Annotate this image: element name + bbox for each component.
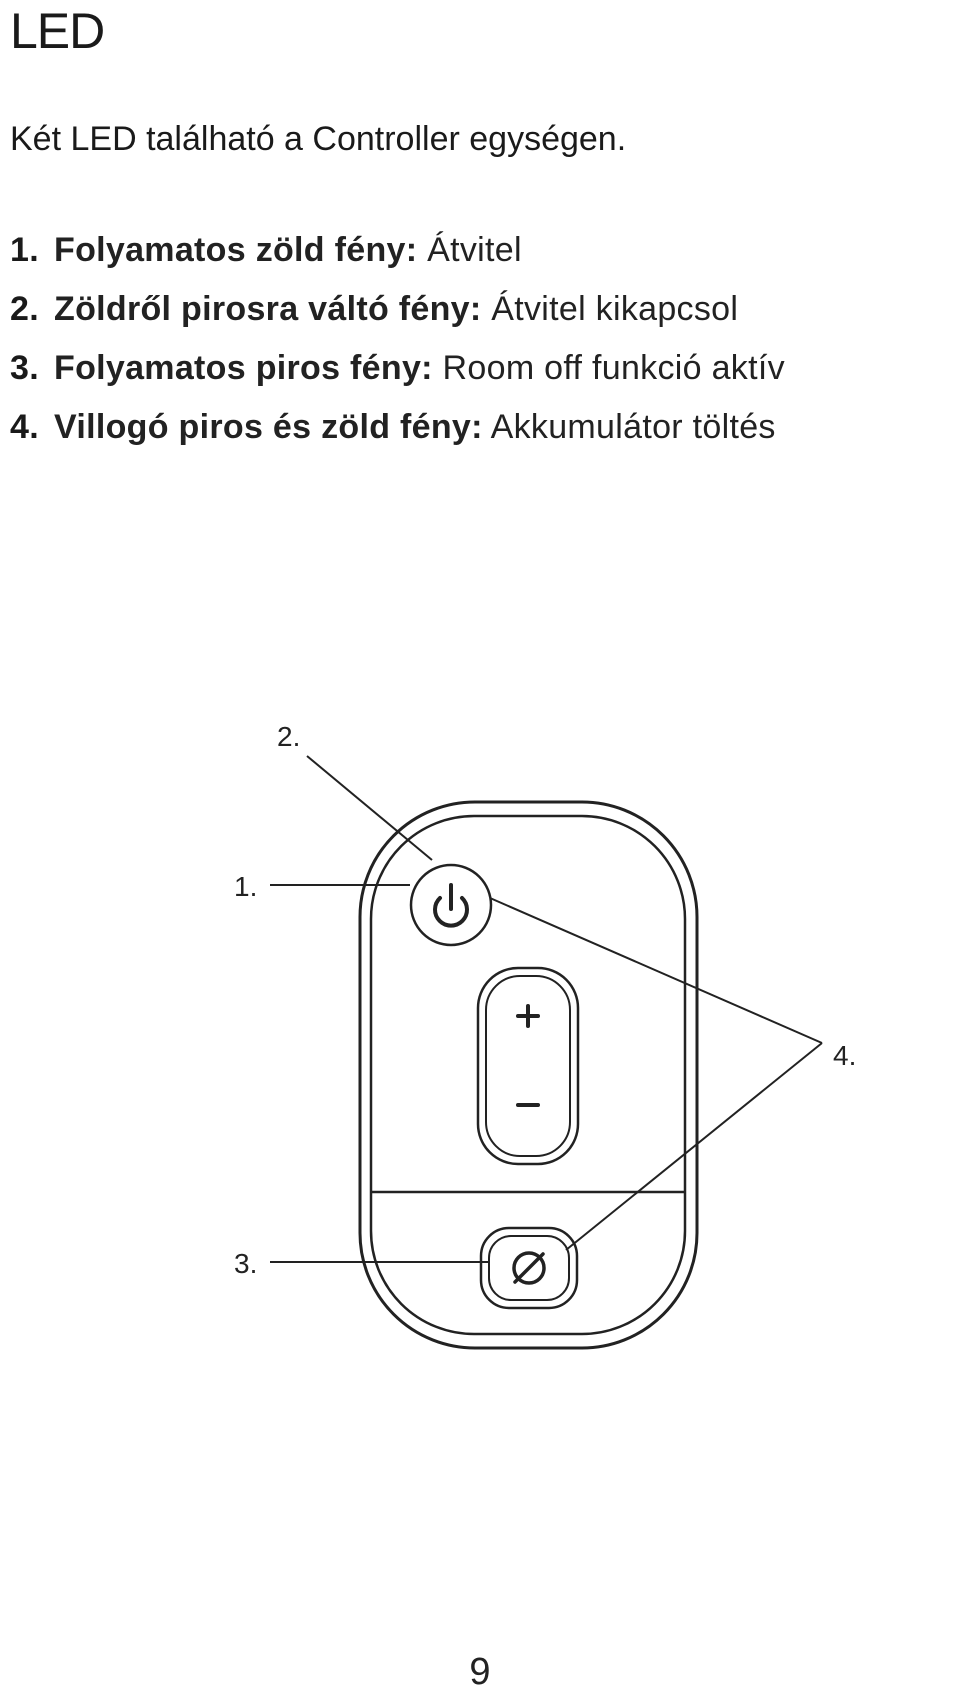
item-number: 2. [10, 290, 39, 328]
volume-rocker [476, 966, 580, 1166]
room-off-icon [512, 1251, 546, 1285]
item-term: Folyamatos piros fény: [54, 349, 433, 387]
callout-lines [270, 755, 823, 1263]
room-off-button [479, 1226, 579, 1310]
callout-label-1: 1. [234, 871, 257, 902]
callout-label-4: 4. [833, 1040, 856, 1071]
callout-line-4a [489, 897, 823, 1044]
item-term: Folyamatos zöld fény: [54, 231, 418, 269]
item-number: 1. [10, 231, 39, 269]
intro-text: Két LED található a Controller egységen. [10, 120, 627, 158]
callout-line-4b [565, 1042, 823, 1251]
power-icon [433, 883, 469, 928]
item-number: 3. [10, 349, 39, 387]
item-term: Zöldről pirosra váltó fény: [54, 290, 482, 328]
controller-diagram: 2. 1. 4. 3. [234, 721, 856, 1350]
item-description: Átvitel [427, 231, 522, 269]
item-number: 4. [10, 408, 39, 446]
item-description: Átvitel kikapcsol [491, 290, 739, 328]
controller-inner-shell [369, 814, 687, 1336]
callout-label-2: 2. [277, 721, 300, 752]
list-item: 3. Folyamatos piros fény: Room off funkci… [10, 339, 785, 398]
callout-line-2 [306, 755, 433, 861]
item-term: Villogó piros és zöld fény: [54, 408, 483, 446]
page-number: 9 [469, 1651, 491, 1693]
list-item: 1. Folyamatos zöld fény: Átvitel [10, 221, 785, 280]
power-button [409, 863, 493, 947]
led-state-list: 1. Folyamatos zöld fény: Átvitel 2. Zöldrő… [10, 221, 785, 457]
item-description: Akkumulátor töltés [490, 408, 776, 446]
callout-label-3: 3. [234, 1248, 257, 1279]
page-title: LED [10, 3, 105, 59]
item-description: Room off funkció aktív [442, 349, 785, 387]
plus-icon [516, 1004, 540, 1028]
list-item: 2. Zöldről pirosra váltó fény: Átvitel ki… [10, 280, 785, 339]
list-item: 4. Villogó piros és zöld fény: Akkumuláto… [10, 398, 785, 457]
